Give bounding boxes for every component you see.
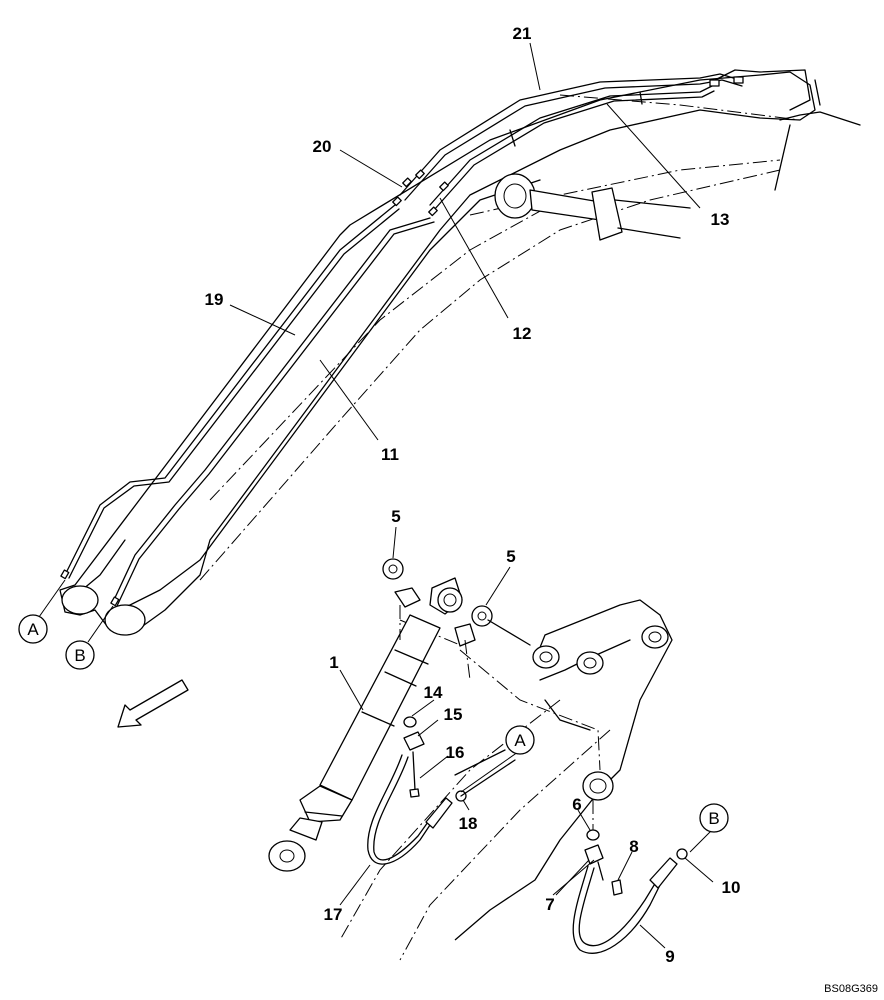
connection-circle-b-top [65,640,95,670]
fitting-19-top [392,196,402,207]
cylinder-rod-eye [268,840,306,872]
connection-circle-b-bottom [699,803,729,833]
callout-14: 14 [424,683,443,702]
callout-7: 7 [545,895,554,914]
hose-9-assembly [572,800,688,954]
callout-18: 18 [459,814,478,833]
fitting-b-end [110,596,120,607]
washer-5-left [382,558,404,580]
callout-9: 9 [665,947,674,966]
cylinder-port-block-1 [394,587,421,608]
split-flange-7 [584,844,604,865]
boom-nose-eye-left [61,585,99,615]
arm-pin-boss-3 [641,625,669,649]
callout-17: 17 [324,905,343,924]
callout-19: 19 [205,290,224,309]
connection-label-b-top: B [74,646,85,665]
boom-nose-eye-right [104,604,146,636]
cylinder-head-eye [437,587,463,613]
callout-12: 12 [513,324,532,343]
boom-cylinder-head [591,187,623,241]
fitting-13-end [709,79,720,87]
fitting-12 [439,181,449,192]
callout-15: 15 [444,705,463,724]
o-ring-6 [586,829,600,841]
connection-circle-a-top [18,614,48,644]
callout-10: 10 [722,878,741,897]
fitting-20 [402,177,412,188]
cylinder-port-block-2 [454,623,476,647]
arm-cylinder [268,577,476,872]
part-callouts: 21 20 13 12 19 11 5 5 1 14 15 16 18 17 6… [205,24,741,966]
fitting-20b [415,169,425,180]
drawing-reference-code: BS08G369 [824,983,878,995]
o-ring-10 [676,848,688,860]
washers [382,558,531,646]
connection-label-b-bottom: B [708,809,719,828]
boom-cylinder-pin-boss [494,173,536,219]
connection-circle-a-bottom [505,725,535,755]
arm-outline [339,599,673,961]
hose-9-fitting [649,857,678,889]
boom-pipe-lines [60,73,744,607]
front-direction-arrow [117,679,189,728]
leader-lines [38,42,714,949]
connection-markers: A B A B [18,614,729,833]
fitting-a-end [60,569,70,580]
washer-5-right [471,605,493,627]
boom-outline [59,69,861,636]
hose-17-fitting [425,797,453,829]
connection-label-a-bottom: A [514,731,526,750]
split-flange-15 [403,731,425,751]
hose-17-assembly [367,716,516,865]
arm-port-boss [582,771,614,801]
callout-16: 16 [446,743,465,762]
fitting-21-end [733,76,744,84]
connection-label-a-top: A [27,620,39,639]
callout-11: 11 [381,445,399,464]
callout-1: 1 [329,653,338,672]
callout-6: 6 [572,795,581,814]
arm-pin-boss-2 [576,651,604,675]
bolt-8 [611,879,623,896]
callout-5-right: 5 [506,547,515,566]
o-ring-14 [403,716,417,728]
callout-5-left: 5 [391,507,400,526]
callout-21: 21 [513,24,532,43]
bolt-16 [409,788,420,798]
callout-13: 13 [711,210,730,229]
arm-pin-boss-1 [532,645,560,669]
callout-20: 20 [313,137,332,156]
fitting-11-top [428,206,438,217]
callout-8: 8 [629,837,638,856]
